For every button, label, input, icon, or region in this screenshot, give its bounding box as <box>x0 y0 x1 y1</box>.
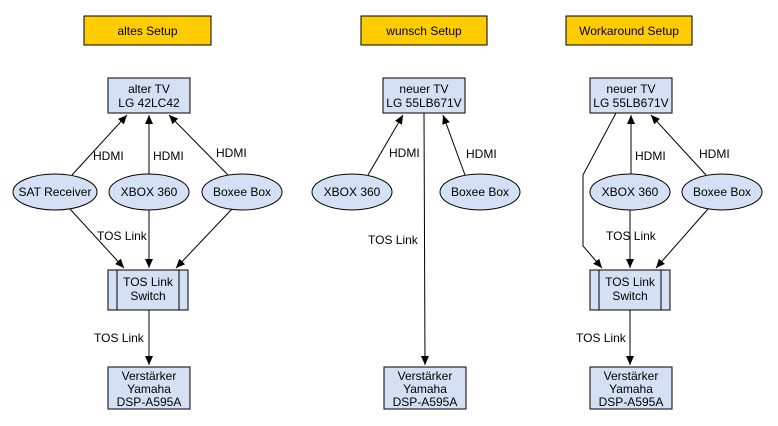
workaround-boxee-node <box>681 173 763 211</box>
workaround-switch-label-2: Switch <box>612 289 647 303</box>
wish-xbox-node <box>311 173 393 211</box>
workaround-amp-label-1: Verstärker <box>604 369 659 383</box>
workaround-edge-boxee-tv <box>650 114 707 176</box>
old-amp-label-2: Yamaha <box>127 382 171 396</box>
wish-edge-boxee-tv <box>442 114 466 176</box>
wish-edge-hdmi-label-2: HDMI <box>466 147 497 161</box>
old-edge-tos-label-1: TOS Link <box>97 229 148 243</box>
old-tv-label-1: alter TV <box>128 82 170 96</box>
old-tv-box <box>107 77 191 114</box>
old-setup-title: altes Setup <box>117 24 177 38</box>
wish-setup-title-box <box>360 15 488 46</box>
old-switch-box <box>107 269 189 311</box>
workaround-amp-label-3: DSP-A595A <box>599 395 664 409</box>
workaround-setup-title-box <box>565 15 693 46</box>
old-edge-tos-label-2: TOS Link <box>94 331 145 345</box>
old-xbox-label: XBOX 360 <box>121 185 178 199</box>
workaround-setup-title: Workaround Setup <box>579 24 679 38</box>
wish-xbox-label: XBOX 360 <box>324 185 381 199</box>
workaround-switch-label-1: TOS Link <box>605 275 656 289</box>
old-sat-receiver-label: SAT Receiver <box>19 185 92 199</box>
wish-edge-hdmi-label-1: HDMI <box>389 146 420 160</box>
workaround-edge-tos-label-1: TOS Link <box>606 229 657 243</box>
old-edge-hdmi-label-1: HDMI <box>93 149 124 163</box>
old-edge-hdmi-label-3: HDMI <box>216 146 247 160</box>
old-edge-boxee-tv <box>168 114 229 176</box>
workaround-edge-tv-switch <box>582 112 617 269</box>
old-setup-title-box <box>83 15 212 46</box>
old-boxee-label: Boxee Box <box>213 185 271 199</box>
workaround-tv-box <box>589 77 673 114</box>
workaround-amp-label-2: Yamaha <box>609 382 653 396</box>
wish-tv-label-2: LG 55LB671V <box>386 96 461 110</box>
old-edge-boxee-switch <box>175 208 233 269</box>
old-tv-label-2: LG 42LC42 <box>118 96 180 110</box>
workaround-edge-boxee-switch <box>655 208 709 269</box>
wish-edge-xbox-tv <box>367 114 404 176</box>
workaround-tv-label-1: neuer TV <box>606 82 655 96</box>
wish-edge-tos-label: TOS Link <box>368 233 419 247</box>
wish-amp-label-3: DSP-A595A <box>393 395 458 409</box>
workaround-edge-hdmi-label-2: HDMI <box>699 147 730 161</box>
old-edge-sat-switch <box>69 208 125 269</box>
old-boxee-node <box>201 173 283 211</box>
workaround-tv-label-2: LG 55LB671V <box>593 96 668 110</box>
old-edge-sat-tv <box>71 114 128 176</box>
old-setup-group: altes Setup alter TV LG 42LC42 SAT Recei… <box>12 15 283 410</box>
wish-boxee-node <box>439 173 521 211</box>
workaround-amp-box <box>589 366 673 410</box>
wish-amp-label-1: Verstärker <box>398 369 453 383</box>
old-amp-label-3: DSP-A595A <box>117 395 182 409</box>
old-sat-receiver-node <box>12 173 98 211</box>
wish-amp-box <box>383 366 467 410</box>
old-edge-hdmi-label-2: HDMI <box>153 149 184 163</box>
old-switch-label-1: TOS Link <box>123 275 174 289</box>
workaround-setup-group: Workaround Setup neuer TV LG 55LB671V XB… <box>565 15 763 410</box>
wish-setup-group: wunsch Setup neuer TV LG 55LB671V XBOX 3… <box>311 15 521 410</box>
old-switch-label-2: Switch <box>130 289 165 303</box>
wish-tv-label-1: neuer TV <box>399 82 448 96</box>
old-amp-label-1: Verstärker <box>122 369 177 383</box>
workaround-edge-tos-label-2: TOS Link <box>576 331 627 345</box>
workaround-xbox-label: XBOX 360 <box>602 185 659 199</box>
workaround-edge-hdmi-label-1: HDMI <box>635 149 666 163</box>
wish-setup-title: wunsch Setup <box>385 24 462 38</box>
wish-edge-tv-amp <box>420 112 429 366</box>
wish-amp-label-2: Yamaha <box>403 382 447 396</box>
wish-boxee-label: Boxee Box <box>451 185 509 199</box>
workaround-boxee-label: Boxee Box <box>693 185 751 199</box>
old-amp-box <box>107 366 191 410</box>
